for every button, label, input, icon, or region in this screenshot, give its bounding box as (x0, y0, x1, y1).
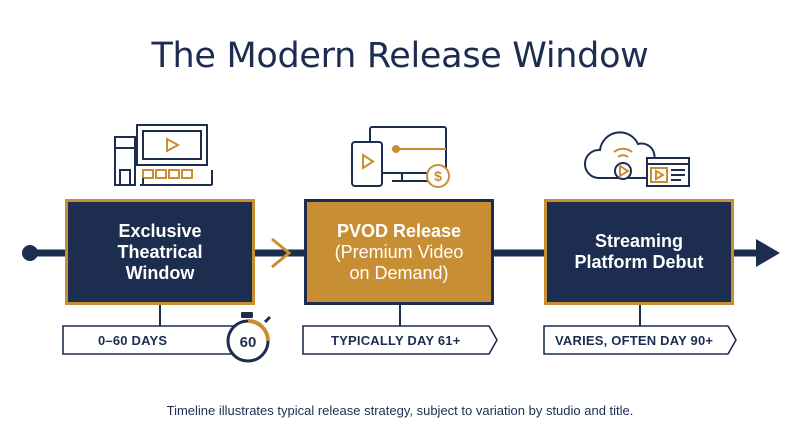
stopwatch-value: 60 (239, 334, 257, 351)
theater-icon (114, 124, 213, 186)
stage-label-line: Window (125, 262, 195, 283)
stopwatch-icon (226, 312, 272, 363)
footnote: Timeline illustrates typical release str… (166, 403, 634, 418)
stage-label: Exclusive Theatrical Window (117, 221, 202, 284)
stage-box-pvod: PVOD Release (Premium Video on Demand) (304, 199, 494, 305)
devices-icon: $ (351, 126, 450, 188)
stage-label-line: Streaming (594, 231, 683, 251)
stage-tag-theatrical: 0–60 DAYS (98, 333, 168, 348)
page-title: The Modern Release Window (151, 36, 649, 76)
stage-box-theatrical: Exclusive Theatrical Window (65, 199, 255, 305)
gold-chevron-arrow (271, 237, 292, 269)
cloud-streaming-icon (583, 131, 690, 187)
stage-label-line: (Premium Video (334, 241, 464, 262)
stage-label: Streaming Platform Debut (574, 231, 703, 273)
stage-label-line: Exclusive (118, 220, 202, 241)
stage-box-streaming: Streaming Platform Debut (544, 199, 734, 305)
stage-label-line: Theatrical (117, 241, 203, 262)
svg-text:$: $ (434, 168, 442, 184)
stage-label-line: on Demand) (349, 262, 449, 283)
stage-label-line: PVOD Release (336, 220, 462, 241)
stage-label: PVOD Release (Premium Video on Demand) (335, 221, 464, 284)
stage-tag-pvod: TYPICALLY DAY 61+ (331, 333, 461, 348)
connectors (159, 305, 641, 326)
tag-shape-3 (543, 325, 737, 355)
timeline-start-dot (22, 245, 38, 261)
tag-shapes (62, 325, 737, 355)
timeline-end-arrow (756, 239, 780, 267)
stage-label-line: Platform Debut (574, 252, 704, 272)
tag-shape-2 (302, 325, 498, 355)
stage-tag-streaming: VARIES, OFTEN DAY 90+ (555, 333, 714, 348)
